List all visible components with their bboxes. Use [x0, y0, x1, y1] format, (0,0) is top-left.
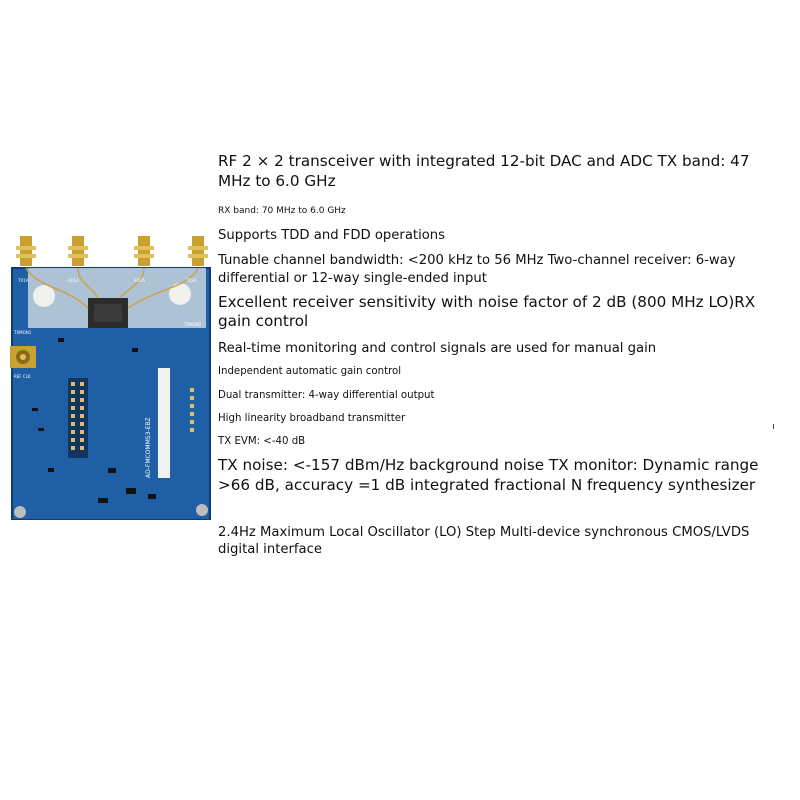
sma-connector-rx2a: [134, 236, 154, 266]
label-rx2a: RX2A: [134, 278, 145, 283]
label-tx2a: TX2A: [185, 278, 197, 283]
spec-receiver-sensitivity: Excellent receiver sensitivity with nois…: [218, 292, 756, 331]
spec-tx-noise: TX noise: <-157 dBm/Hz background noise …: [218, 456, 759, 495]
stray-mark: [773, 424, 774, 429]
sma-connector-tx1a: [16, 236, 36, 266]
spec-automatic-gain: Independent automatic gain control: [218, 366, 402, 378]
spec-channel-bandwidth: Tunable channel bandwidth: <200 kHz to 5…: [218, 253, 736, 286]
label-tx1a: TX1A: [17, 278, 29, 283]
spec-tdd-fdd: Supports TDD and FDD operations: [218, 228, 446, 244]
sma-connector-ref-clk: [10, 346, 36, 368]
right-pins: [190, 388, 194, 432]
pin-header: [68, 378, 88, 458]
sma-connector-rx1a: [68, 236, 88, 266]
label-tx-mon2: TXMON2: [183, 322, 202, 327]
mounting-screw: [196, 504, 208, 516]
spec-rx-band: RX band: 70 MHz to 6.0 GHz: [218, 205, 346, 216]
circuit-board-image: TX1A RX1A RX2A TX2A TXMON1 TXMON2 REF CL…: [10, 236, 211, 520]
mounting-screw: [14, 506, 26, 518]
spec-real-time-monitoring: Real-time monitoring and control signals…: [218, 341, 657, 357]
label-tx-mon1: TXMON1: [13, 330, 32, 335]
spec-lo-step: 2.4Hz Maximum Local Oscillator (LO) Step…: [218, 524, 750, 557]
sma-connector-tx2a: [188, 236, 208, 266]
spec-tx-evm: TX EVM: <-40 dB: [218, 436, 306, 448]
standoff: [169, 283, 191, 305]
label-rx1a: RX1A: [68, 278, 79, 283]
spec-dual-transmitter: Dual transmitter: 4-way differential out…: [218, 389, 435, 401]
spec-list: RF 2 × 2 transceiver with integrated 12-…: [218, 152, 783, 558]
label-model: AD-FMCOMMS3-EBZ: [145, 417, 152, 478]
spec-linearity: High linearity broadband transmitter: [218, 412, 406, 424]
fmc-connector: [158, 368, 170, 478]
spec-rf-transceiver: RF 2 × 2 transceiver with integrated 12-…: [218, 152, 750, 190]
label-ref-clk: REF CLK: [14, 374, 31, 379]
standoff: [33, 285, 55, 307]
